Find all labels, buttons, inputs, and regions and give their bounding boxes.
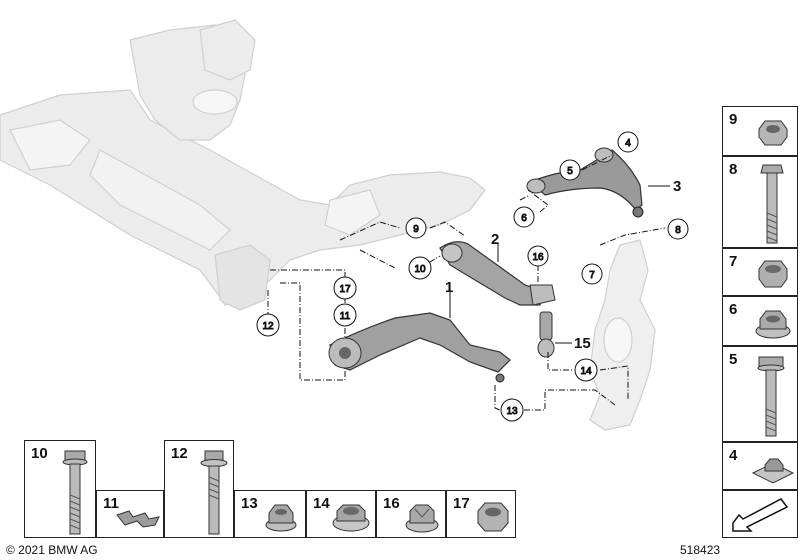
upper-wishbone <box>526 147 644 218</box>
callout-9: 9 <box>405 217 427 239</box>
hex-nut-icon <box>477 502 509 532</box>
callout-10: 10 <box>408 256 432 280</box>
callout-17: 17 <box>333 276 357 300</box>
svg-text:13: 13 <box>506 406 518 417</box>
label-3: 3 <box>673 178 681 195</box>
parts-cell-14: 14 <box>306 490 376 538</box>
diagram-id: 518423 <box>680 543 721 557</box>
long-bolt-icon <box>62 450 88 535</box>
cell-number: 9 <box>729 111 738 128</box>
cell-number: 13 <box>241 495 258 512</box>
svg-text:5: 5 <box>567 166 573 177</box>
navigation-arrow-cell[interactable] <box>722 490 798 538</box>
callout-4: 4 <box>617 131 639 153</box>
front-subframe <box>0 19 486 311</box>
svg-text:9: 9 <box>413 224 419 235</box>
callout-7: 7 <box>581 263 603 285</box>
parts-cell-17: 17 <box>446 490 516 538</box>
parts-cell-10: 10 <box>24 440 96 538</box>
clip-icon <box>116 510 160 528</box>
callout-12: 12 <box>256 313 280 337</box>
cell-number: 7 <box>729 253 738 270</box>
cell-number: 5 <box>729 351 738 368</box>
collar-nut-icon <box>758 260 788 288</box>
hex-bolt-icon <box>757 356 785 437</box>
svg-text:12: 12 <box>262 321 274 332</box>
svg-text:16: 16 <box>532 252 544 263</box>
washer-bolt-icon <box>200 450 228 535</box>
cell-number: 10 <box>31 445 48 462</box>
flange-nut-icon <box>755 310 791 339</box>
label-15: 15 <box>574 335 591 352</box>
svg-text:10: 10 <box>414 264 426 275</box>
tension-strut <box>439 241 556 306</box>
cell-number: 4 <box>729 447 738 464</box>
lower-wishbone <box>328 312 511 383</box>
parts-cell-5: 5 <box>722 346 798 442</box>
parts-cell-8: 8 <box>722 156 798 248</box>
callout-5: 5 <box>559 159 581 181</box>
svg-text:11: 11 <box>340 311 351 322</box>
parts-cell-12: 12 <box>164 440 234 538</box>
svg-text:14: 14 <box>580 366 592 377</box>
part-labels: 1 2 3 15 <box>445 178 681 352</box>
hex-nut-icon <box>758 120 788 146</box>
label-2: 2 <box>491 231 499 248</box>
svg-text:8: 8 <box>675 225 681 236</box>
cell-number: 12 <box>171 445 188 462</box>
cage-nut-icon <box>751 458 795 484</box>
parts-cell-11: 11 <box>96 490 164 538</box>
svg-text:6: 6 <box>521 213 527 224</box>
cell-number: 17 <box>453 495 470 512</box>
callout-8: 8 <box>667 218 689 240</box>
parts-cell-16: 16 <box>376 490 446 538</box>
bolt-icon <box>760 164 784 244</box>
cell-number: 11 <box>103 495 119 512</box>
parts-cell-7: 7 <box>722 248 798 296</box>
track-rod-end <box>537 311 555 358</box>
arrow-icon <box>732 498 789 532</box>
svg-text:17: 17 <box>339 284 351 295</box>
copyright-text: © 2021 BMW AG <box>6 543 98 557</box>
callouts: 4 5 6 7 8 9 10 11 12 13 14 16 17 <box>256 131 689 422</box>
callout-11: 11 <box>333 303 357 327</box>
slotted-nut-icon <box>332 504 370 532</box>
parts-cell-9: 9 <box>722 106 798 156</box>
callout-13: 13 <box>500 398 524 422</box>
callout-14: 14 <box>574 358 598 382</box>
parts-cell-6: 6 <box>722 296 798 346</box>
parts-cell-4: 4 <box>722 442 798 490</box>
callout-6: 6 <box>513 206 535 228</box>
self-locking-nut-icon <box>265 504 297 532</box>
wheel-carrier <box>589 239 656 431</box>
svg-text:7: 7 <box>589 270 595 281</box>
cell-number: 14 <box>313 495 330 512</box>
parts-cell-13: 13 <box>234 490 306 538</box>
cell-number: 8 <box>729 161 738 178</box>
label-1: 1 <box>445 279 453 296</box>
cell-number: 6 <box>729 301 738 318</box>
cell-number: 16 <box>383 495 400 512</box>
callout-16: 16 <box>527 245 549 267</box>
lock-nut-icon <box>405 504 439 533</box>
svg-text:4: 4 <box>625 138 631 149</box>
